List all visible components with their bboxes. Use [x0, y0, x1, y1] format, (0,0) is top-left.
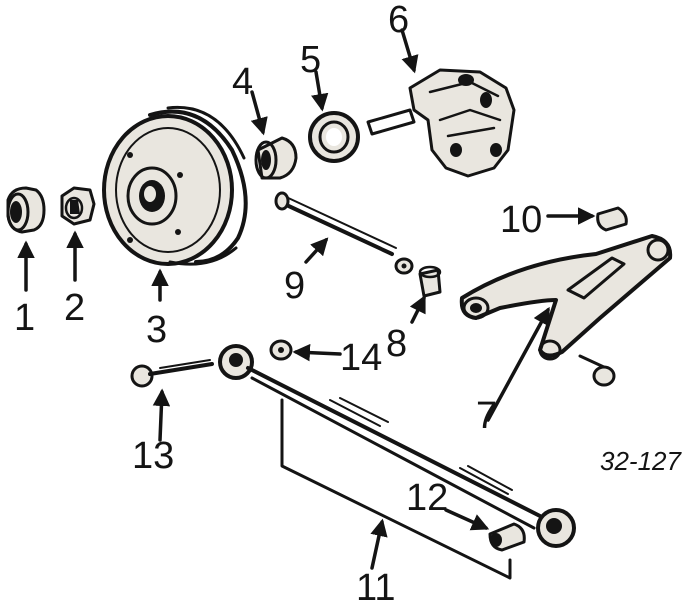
part-2-castle-nut	[60, 186, 96, 226]
label-10: 10	[500, 199, 542, 241]
part-1-dust-cap	[6, 186, 46, 234]
part-8-bushing	[418, 265, 442, 298]
label-14: 14	[340, 337, 382, 379]
part-11-strut-rod	[218, 344, 576, 548]
label-8: 8	[386, 323, 407, 365]
label-13: 13	[132, 435, 174, 477]
label-2: 2	[64, 287, 85, 329]
part-5-grease-seal	[308, 111, 360, 163]
arrow-6	[400, 28, 419, 74]
arrow-12	[444, 508, 490, 531]
arrow-7	[486, 306, 550, 422]
label-12: 12	[406, 477, 448, 519]
label-6: 6	[388, 0, 409, 41]
reference-code: 32-127	[600, 446, 682, 476]
label-3: 3	[146, 309, 167, 351]
label-4: 4	[232, 61, 253, 103]
arrow-5	[311, 70, 329, 112]
part-6-steering-knuckle	[366, 68, 516, 178]
arrow-9	[304, 237, 329, 264]
part-13-bolt	[130, 359, 214, 388]
washer-small	[394, 257, 414, 275]
arrow-14	[292, 343, 342, 362]
part-4-wheel-bearing	[254, 136, 298, 180]
arrow-8	[409, 294, 426, 324]
label-1: 1	[14, 297, 35, 339]
leader-arrows	[17, 28, 596, 570]
part-7-control-arm	[459, 234, 673, 387]
part-3-brake-drum	[102, 105, 248, 266]
arrow-11	[370, 518, 388, 570]
label-11: 11	[356, 567, 395, 600]
callout-labels: 1 2 3 4 5 6 7 8 9 10 11 12 13 14 32-127	[14, 0, 682, 605]
label-9: 9	[284, 265, 305, 307]
part-10-bushing	[596, 206, 628, 232]
label-7: 7	[476, 395, 497, 437]
part-9-long-bolt	[274, 191, 397, 256]
part-14-washer	[269, 339, 293, 361]
part-12-bushing	[488, 522, 526, 552]
part-11-bracket	[280, 398, 512, 580]
label-5: 5	[300, 39, 321, 81]
arrow-13	[152, 388, 171, 442]
arrow-4	[250, 90, 268, 136]
